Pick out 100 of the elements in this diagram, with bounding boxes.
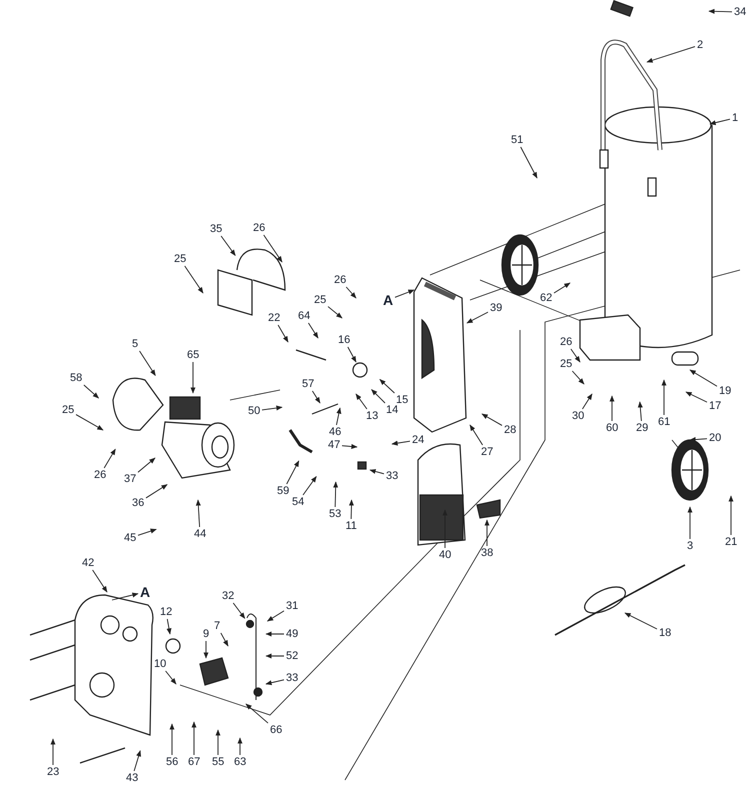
leader-line [689,370,718,387]
leader-line [262,406,283,410]
callout-number: 55 [211,756,226,768]
leader-line [104,448,116,468]
leader-line [333,481,338,508]
callout-number: 9 [202,628,210,640]
callout-number: 14 [385,404,400,416]
callout-number: 53 [328,508,342,520]
leader-line [203,640,209,659]
callout-number: 42 [81,557,96,569]
callout-number: 21 [724,536,738,548]
callout-number: 11 [344,520,358,532]
leader-line [312,390,320,404]
callout-number: 22 [267,312,282,324]
leader-line [278,324,288,343]
callout-number: 35 [209,223,224,235]
callout-number: 51 [510,134,524,146]
leader-line [470,424,484,446]
leader-line [237,737,243,756]
callout-number: 24 [411,434,426,446]
callout-number: 65 [186,349,200,361]
leader-line [689,437,708,442]
leader-line [265,679,284,686]
leader-line [138,458,156,473]
leader-line [347,346,356,363]
callout-number: 47 [327,439,342,451]
leader-line [570,348,580,363]
leader-line [348,499,354,520]
leader-line [134,750,142,772]
callout-number: 33 [285,672,300,684]
leader-line [220,632,228,647]
leader-line [266,610,284,622]
callout-number: 13 [365,410,380,422]
callout-number: 28 [503,424,518,436]
callout-number: 25 [173,253,188,265]
callout-number: 40 [438,549,452,561]
callout-number: 5 [131,338,140,350]
leader-line [328,306,342,318]
leader-line [346,286,356,298]
leader-line [646,46,696,63]
leader-line [356,394,368,410]
leader-line [685,392,708,403]
leader-line [191,721,197,756]
callout-number: 52 [285,650,300,662]
leader-line [112,592,139,600]
leader-line [484,519,490,546]
callout-number: 34 [733,6,748,18]
leader-line [554,282,571,294]
callout-number: 56 [165,756,180,768]
callout-number: 18 [658,627,672,639]
leader-line [302,476,317,496]
callout-number: 26 [252,222,266,234]
leader-line [728,495,734,536]
leader-line [708,8,732,14]
callout-number: 66 [269,724,284,736]
callout-number: 59 [276,485,290,497]
leader-line [83,384,100,398]
leader-line [138,528,157,536]
callout-number: 60 [605,422,620,434]
leader-line [369,469,384,474]
callout-number: 39 [489,302,504,314]
callout-number: 33 [385,470,400,482]
leader-line [50,738,56,766]
leader-line [609,395,615,422]
callout-number: 31 [285,600,300,612]
callout-number: 45 [123,532,138,544]
leader-line [624,612,658,630]
callout-number: 25 [61,404,76,416]
leader-line [265,631,284,637]
callout-number: 26 [93,469,108,481]
callout-number: 62 [539,292,554,304]
callout-number: 26 [333,274,348,286]
callout-number: 19 [718,385,732,397]
callout-number: 26 [559,336,574,348]
leader-line [92,570,108,593]
leader-line [379,379,395,394]
leader-line [371,389,386,404]
leader-line [687,506,693,540]
callout-number: 50 [247,405,262,417]
leader-line [582,393,592,410]
leader-line [638,401,643,422]
callout-number: 16 [337,334,352,346]
leader-line [481,414,502,426]
leader-line [520,146,538,179]
callout-number: 54 [291,496,306,508]
leader-line [246,704,268,724]
callout-number: 1 [731,112,740,124]
callout-number: 61 [657,416,672,428]
leader-line [166,618,172,635]
callout-number: 25 [313,294,328,306]
callout-number: 32 [221,590,236,602]
leader-line [76,414,104,430]
callout-number: 44 [193,528,208,540]
leader-line [146,484,168,498]
callout-number: 15 [395,394,410,406]
callout-number: 36 [131,497,146,509]
callout-number: 30 [571,410,586,422]
callout-number: 29 [635,422,650,434]
callout-number: 46 [328,426,342,438]
callout-number: 12 [159,606,174,618]
